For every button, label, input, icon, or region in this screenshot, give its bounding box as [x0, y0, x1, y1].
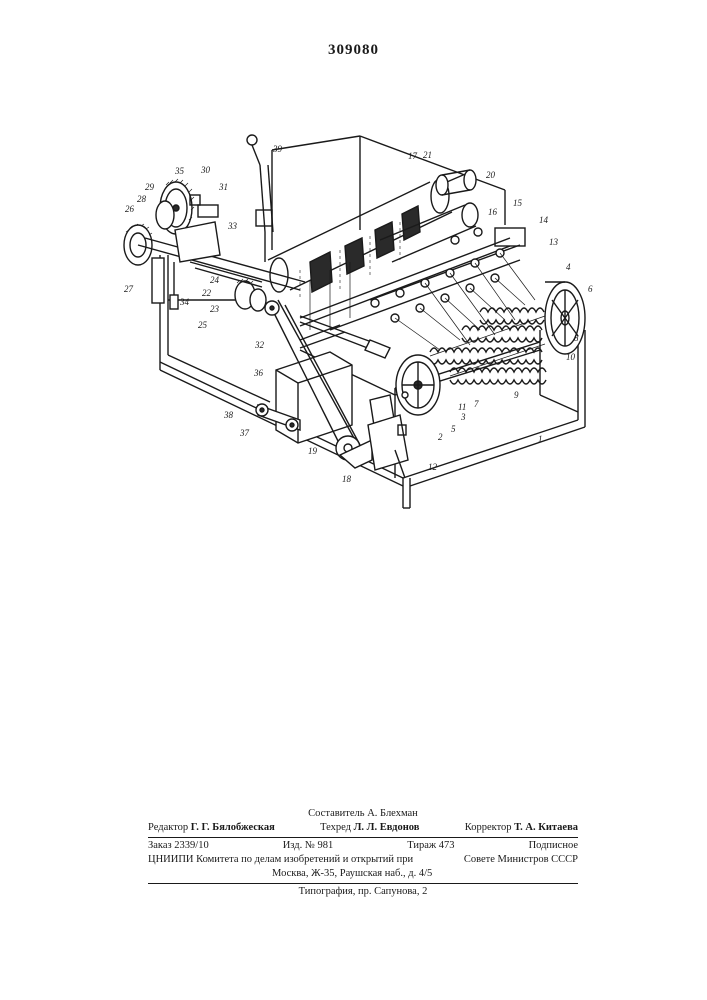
divider-2	[148, 883, 578, 884]
label-25: 25	[198, 320, 208, 330]
label-1: 1	[538, 434, 543, 444]
corrector-name: Т. А. Китаева	[514, 822, 578, 833]
corrector-role: Корректор	[465, 822, 512, 833]
compiler-line: Составитель А. Блехман	[148, 807, 578, 821]
editor: Редактор Г. Г. Бялобжеская	[148, 821, 275, 835]
label-22: 22	[202, 288, 212, 298]
techred-role: Техред	[320, 822, 351, 833]
label-7: 7	[474, 399, 479, 409]
corrector: Корректор Т. А. Китаева	[465, 821, 578, 835]
organization-left: ЦНИИПИ Комитета по делам изобретений и о…	[148, 853, 413, 867]
crank-handle	[247, 135, 273, 262]
label-4: 4	[566, 262, 571, 272]
label-9: 9	[514, 390, 519, 400]
lever	[300, 316, 390, 358]
circulation: Тираж 473	[407, 839, 454, 853]
order-number: Заказ 2339/10	[148, 839, 209, 853]
label-21: 21	[423, 150, 432, 160]
label-29: 29	[145, 182, 155, 192]
label-31: 31	[218, 182, 228, 192]
label-5: 5	[451, 424, 456, 434]
label-8: 8	[574, 333, 579, 343]
label-19: 19	[308, 446, 318, 456]
compiler-role: Составитель	[308, 808, 364, 819]
editor-name: Г. Г. Бялобжеская	[191, 822, 275, 833]
edition-number: Изд. № 981	[283, 839, 334, 853]
label-3: 3	[460, 412, 466, 422]
label-39: 39	[272, 144, 283, 154]
label-24: 24	[210, 275, 220, 285]
front-handwheel	[396, 355, 440, 415]
label-16: 16	[488, 207, 498, 217]
lower-bracket	[368, 395, 408, 478]
organization-right: Совете Министров СССР	[464, 853, 578, 867]
label-34: 34	[179, 297, 190, 307]
guide-rods	[300, 228, 525, 330]
lower-roller	[380, 203, 478, 262]
label-6: 6	[588, 284, 593, 294]
label-38: 38	[223, 410, 234, 420]
label-20: 20	[486, 170, 496, 180]
order-line: Заказ 2339/10 Изд. № 981 Тираж 473 Подпи…	[148, 839, 578, 853]
label-28: 28	[137, 194, 147, 204]
label-32: 32	[254, 340, 265, 350]
colophon: Составитель А. Блехман Редактор Г. Г. Бя…	[148, 807, 578, 899]
organization-line: ЦНИИПИ Комитета по делам изобретений и о…	[148, 853, 578, 867]
top-right-drive	[436, 170, 476, 195]
label-27: 27	[124, 284, 134, 294]
staff-line: Редактор Г. Г. Бялобжеская Техред Л. Л. …	[148, 821, 578, 835]
subscription: Подписное	[529, 839, 578, 853]
label-2: 2	[438, 432, 443, 442]
label-13: 13	[549, 237, 559, 247]
label-33: 33	[227, 221, 238, 231]
label-36: 36	[253, 368, 264, 378]
techred-name: Л. Л. Евдонов	[354, 822, 420, 833]
label-23: 23	[210, 304, 220, 314]
editor-role: Редактор	[148, 822, 188, 833]
compiler-name: А. Блехман	[367, 808, 418, 819]
label-30: 30	[200, 165, 211, 175]
label-37: 37	[239, 428, 250, 438]
label-10: 10	[566, 352, 576, 362]
label-18: 18	[342, 474, 352, 484]
label-12: 12	[428, 462, 438, 472]
label-11: 11	[458, 402, 466, 412]
label-35: 35	[174, 166, 185, 176]
label-17: 17	[408, 151, 418, 161]
techred: Техред Л. Л. Евдонов	[320, 821, 419, 835]
label-26: 26	[125, 204, 135, 214]
printer-line: Типография, пр. Сапунова, 2	[148, 885, 578, 899]
right-flywheel	[545, 282, 585, 354]
address-line: Москва, Ж-35, Раушская наб., д. 4/5	[148, 867, 578, 881]
label-15: 15	[513, 198, 523, 208]
label-14: 14	[539, 215, 549, 225]
machine-drawing: 1 2 3 4 5 6 7 8 9 10 11 12 13 14 15 16 1…	[0, 0, 707, 560]
divider	[148, 837, 578, 838]
left-pad	[152, 258, 164, 303]
